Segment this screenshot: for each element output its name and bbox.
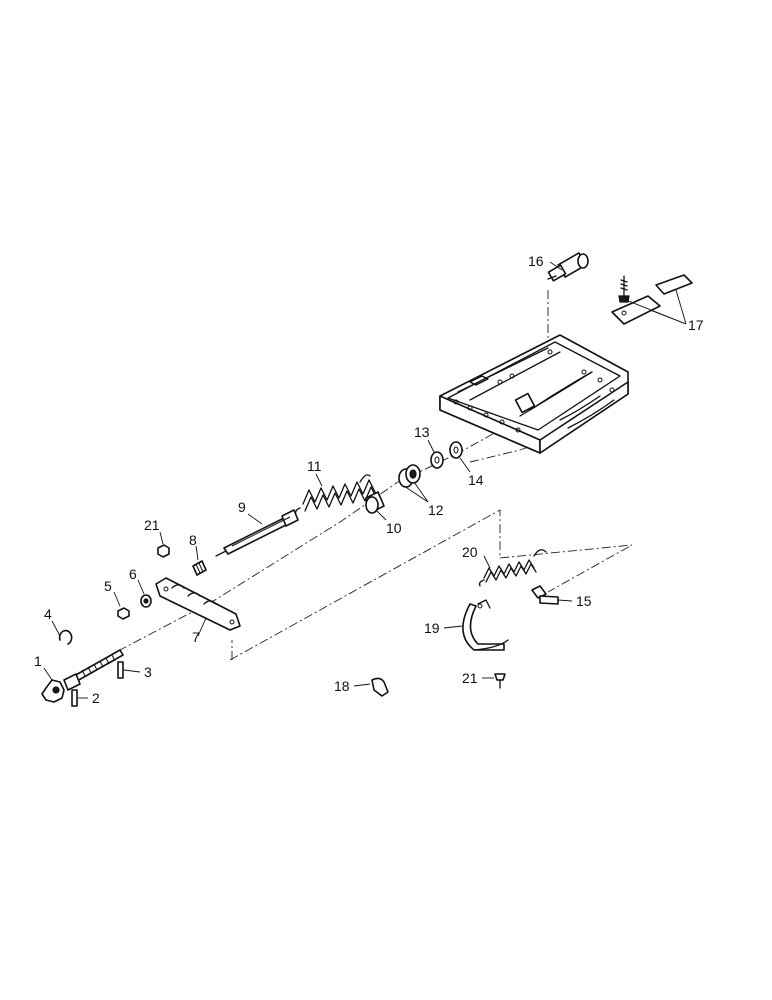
callout-13: 13 xyxy=(414,424,430,440)
part-11-tension-spring xyxy=(294,474,378,517)
callout-21-upper: 21 xyxy=(144,517,160,533)
callout-8: 8 xyxy=(189,532,197,548)
callout-labels: 1 2 3 4 5 6 7 8 9 10 11 12 13 14 15 16 1… xyxy=(34,253,704,706)
part-13-washer xyxy=(430,451,444,469)
part-10-bushing xyxy=(365,491,385,514)
callout-10: 10 xyxy=(386,520,402,536)
callout-18: 18 xyxy=(334,678,350,694)
part-2-pin xyxy=(71,689,78,707)
part-21-screw-lower xyxy=(494,673,506,689)
callout-9: 9 xyxy=(238,499,246,515)
seat-frame-rail xyxy=(439,334,629,454)
callout-17: 17 xyxy=(688,317,704,333)
part-7-adjusting-bar xyxy=(155,577,241,631)
part-8-set-screw xyxy=(192,560,207,576)
callout-leader-lines xyxy=(43,261,687,699)
callout-15: 15 xyxy=(576,593,592,609)
part-18-clip xyxy=(371,677,389,697)
callout-19: 19 xyxy=(424,620,440,636)
part-5-nut xyxy=(117,607,130,620)
part-21-nut-upper xyxy=(157,544,170,558)
part-6-washer xyxy=(140,594,152,608)
part-12-roller xyxy=(398,464,421,488)
part-3-pin xyxy=(117,661,124,679)
callout-7: 7 xyxy=(192,629,200,645)
callout-12: 12 xyxy=(428,502,444,518)
callout-3: 3 xyxy=(144,664,152,680)
part-17-plate-screw-pad xyxy=(611,274,693,325)
callout-14: 14 xyxy=(468,472,484,488)
part-14-washer xyxy=(449,441,463,459)
callout-11: 11 xyxy=(307,458,322,474)
part-20-return-spring xyxy=(478,549,547,587)
part-19-u-bracket xyxy=(462,599,509,651)
callout-6: 6 xyxy=(129,566,137,582)
callout-20: 20 xyxy=(462,544,478,560)
callout-2: 2 xyxy=(92,690,100,706)
callout-5: 5 xyxy=(104,578,112,594)
part-4-circlip xyxy=(58,629,73,645)
callout-1: 1 xyxy=(34,653,42,669)
part-9-spindle xyxy=(215,509,299,557)
callout-16: 16 xyxy=(528,253,544,269)
callout-4: 4 xyxy=(44,606,52,622)
part-1-knob-threaded-rod xyxy=(41,649,124,703)
callout-21-lower: 21 xyxy=(462,670,478,686)
part-16-pivot-clamp xyxy=(547,252,589,282)
part-15-bolt xyxy=(531,585,559,605)
